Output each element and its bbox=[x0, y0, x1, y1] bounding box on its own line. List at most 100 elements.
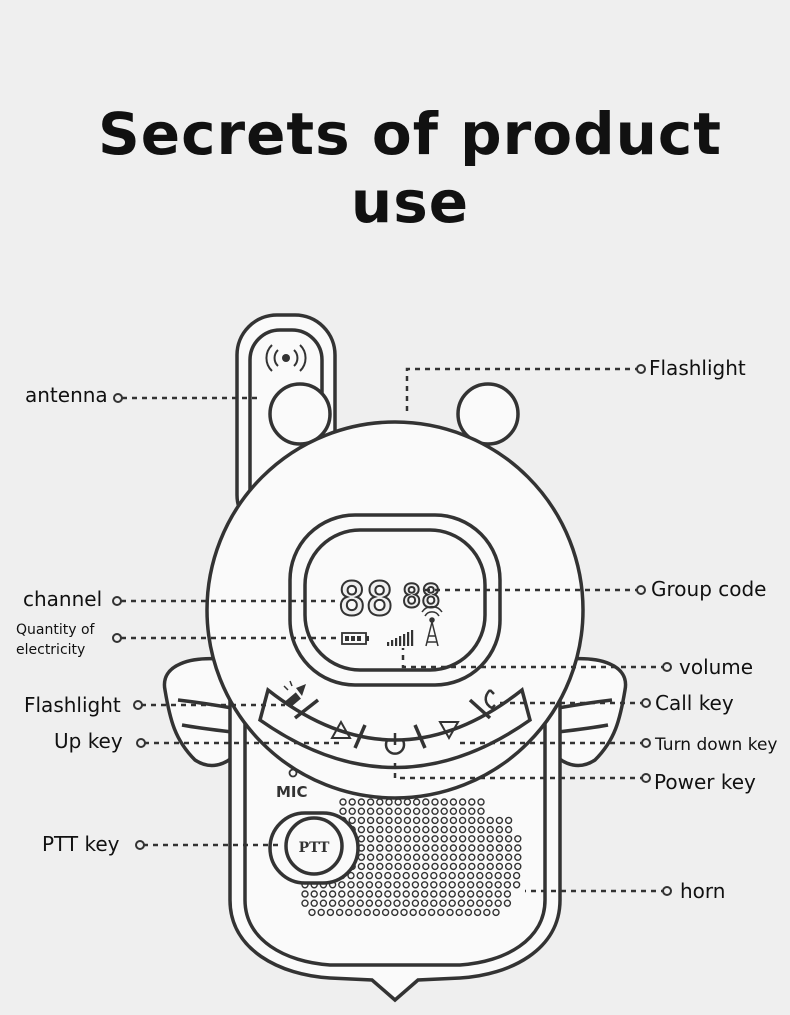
grille-hole bbox=[347, 881, 355, 889]
grille-hole bbox=[301, 890, 309, 898]
grille-hole bbox=[455, 908, 463, 917]
grille-hole bbox=[485, 871, 493, 880]
grille-hole bbox=[458, 807, 467, 815]
grille-hole bbox=[385, 816, 393, 825]
grille-hole bbox=[431, 862, 439, 871]
keypad bbox=[257, 686, 533, 770]
grille-hole bbox=[366, 798, 375, 806]
leader-dots bbox=[112, 364, 672, 896]
label-volume: volume bbox=[679, 655, 753, 679]
ptt-button[interactable]: PTT bbox=[268, 811, 360, 885]
grille-hole bbox=[431, 835, 439, 843]
grille-hole bbox=[458, 825, 467, 834]
grille-hole bbox=[411, 890, 420, 898]
grille-hole bbox=[422, 816, 430, 825]
grille-hole bbox=[431, 798, 439, 806]
grille-hole bbox=[394, 798, 402, 806]
grille-hole bbox=[394, 844, 402, 852]
leader-lines bbox=[121, 367, 666, 893]
grille-hole bbox=[403, 807, 412, 815]
grille-hole bbox=[385, 807, 393, 815]
grille-hole bbox=[477, 853, 485, 861]
grille-hole bbox=[319, 899, 328, 907]
flashlight-icon[interactable] bbox=[283, 680, 306, 708]
grille-hole bbox=[486, 825, 494, 834]
grille-hole bbox=[466, 871, 475, 880]
grille-hole bbox=[422, 844, 430, 852]
mic-hole bbox=[288, 768, 298, 778]
grille-hole bbox=[357, 816, 366, 825]
signal-bars-icon bbox=[387, 630, 414, 646]
grille-hole bbox=[431, 853, 439, 861]
grille-hole bbox=[437, 908, 445, 917]
grille-hole bbox=[328, 899, 337, 907]
grille-hole bbox=[384, 871, 392, 880]
grille-hole bbox=[376, 844, 384, 852]
mic-label: MIC bbox=[276, 783, 308, 801]
grille-hole bbox=[385, 835, 393, 843]
grille-hole bbox=[486, 862, 494, 871]
grille-hole bbox=[402, 890, 410, 898]
group-code-digits: 88 bbox=[402, 577, 441, 615]
grille-hole bbox=[366, 844, 375, 852]
grille-hole bbox=[365, 899, 374, 907]
grille-hole bbox=[503, 890, 512, 898]
grille-hole bbox=[430, 890, 438, 898]
grille-hole bbox=[412, 816, 421, 825]
grille-hole bbox=[477, 816, 485, 825]
grille-hole bbox=[486, 844, 494, 852]
grille-hole bbox=[412, 807, 421, 815]
grille-hole bbox=[504, 844, 513, 852]
grille-hole bbox=[431, 807, 439, 815]
power-icon[interactable] bbox=[384, 733, 406, 755]
grille-hole bbox=[449, 825, 458, 834]
grille-hole bbox=[354, 908, 362, 917]
grille-hole bbox=[495, 853, 504, 861]
signal-waves-icon bbox=[265, 344, 307, 372]
grille-hole bbox=[422, 853, 430, 861]
grille-hole bbox=[448, 881, 456, 889]
grille-hole bbox=[335, 908, 344, 917]
down-triangle-icon[interactable] bbox=[438, 721, 460, 741]
label-channel: channel bbox=[23, 587, 102, 611]
grille-hole bbox=[310, 890, 318, 898]
grille-hole bbox=[412, 798, 421, 806]
grille-hole bbox=[477, 862, 485, 871]
grille-hole bbox=[376, 853, 384, 861]
grille-hole bbox=[494, 890, 502, 898]
label-quantity-line1: Quantity of bbox=[16, 622, 96, 638]
right-wing bbox=[553, 657, 628, 768]
grille-hole bbox=[420, 899, 429, 907]
grille-hole bbox=[317, 908, 325, 917]
grille-hole bbox=[374, 881, 383, 889]
grille-hole bbox=[338, 881, 346, 889]
grille-hole bbox=[440, 853, 448, 861]
grille-hole bbox=[385, 844, 393, 852]
grille-hole bbox=[365, 881, 374, 889]
grille-hole bbox=[385, 862, 393, 871]
grille-hole bbox=[339, 798, 347, 806]
grille-hole bbox=[458, 862, 467, 871]
label-ptt-key: PTT key bbox=[42, 832, 120, 856]
grille-hole bbox=[384, 899, 392, 907]
grille-hole bbox=[418, 908, 427, 917]
grille-hole bbox=[348, 798, 356, 806]
label-flashlight-top: Flashlight bbox=[649, 356, 746, 380]
grille-hole bbox=[393, 881, 401, 889]
grille-hole bbox=[458, 798, 467, 806]
grille-hole bbox=[449, 853, 458, 861]
grille-hole bbox=[328, 890, 337, 898]
up-triangle-icon[interactable] bbox=[330, 719, 352, 739]
grille-hole bbox=[473, 908, 482, 917]
left-ear bbox=[268, 382, 332, 446]
grille-hole bbox=[391, 908, 399, 917]
grille-hole bbox=[457, 899, 466, 907]
grille-hole bbox=[439, 881, 447, 889]
grille-hole bbox=[477, 825, 485, 834]
grille-hole bbox=[495, 835, 504, 843]
grille-hole bbox=[366, 825, 375, 834]
grille-hole bbox=[357, 862, 366, 871]
phone-icon[interactable] bbox=[484, 689, 496, 710]
grille-hole bbox=[440, 844, 448, 852]
grille-hole bbox=[347, 890, 355, 898]
